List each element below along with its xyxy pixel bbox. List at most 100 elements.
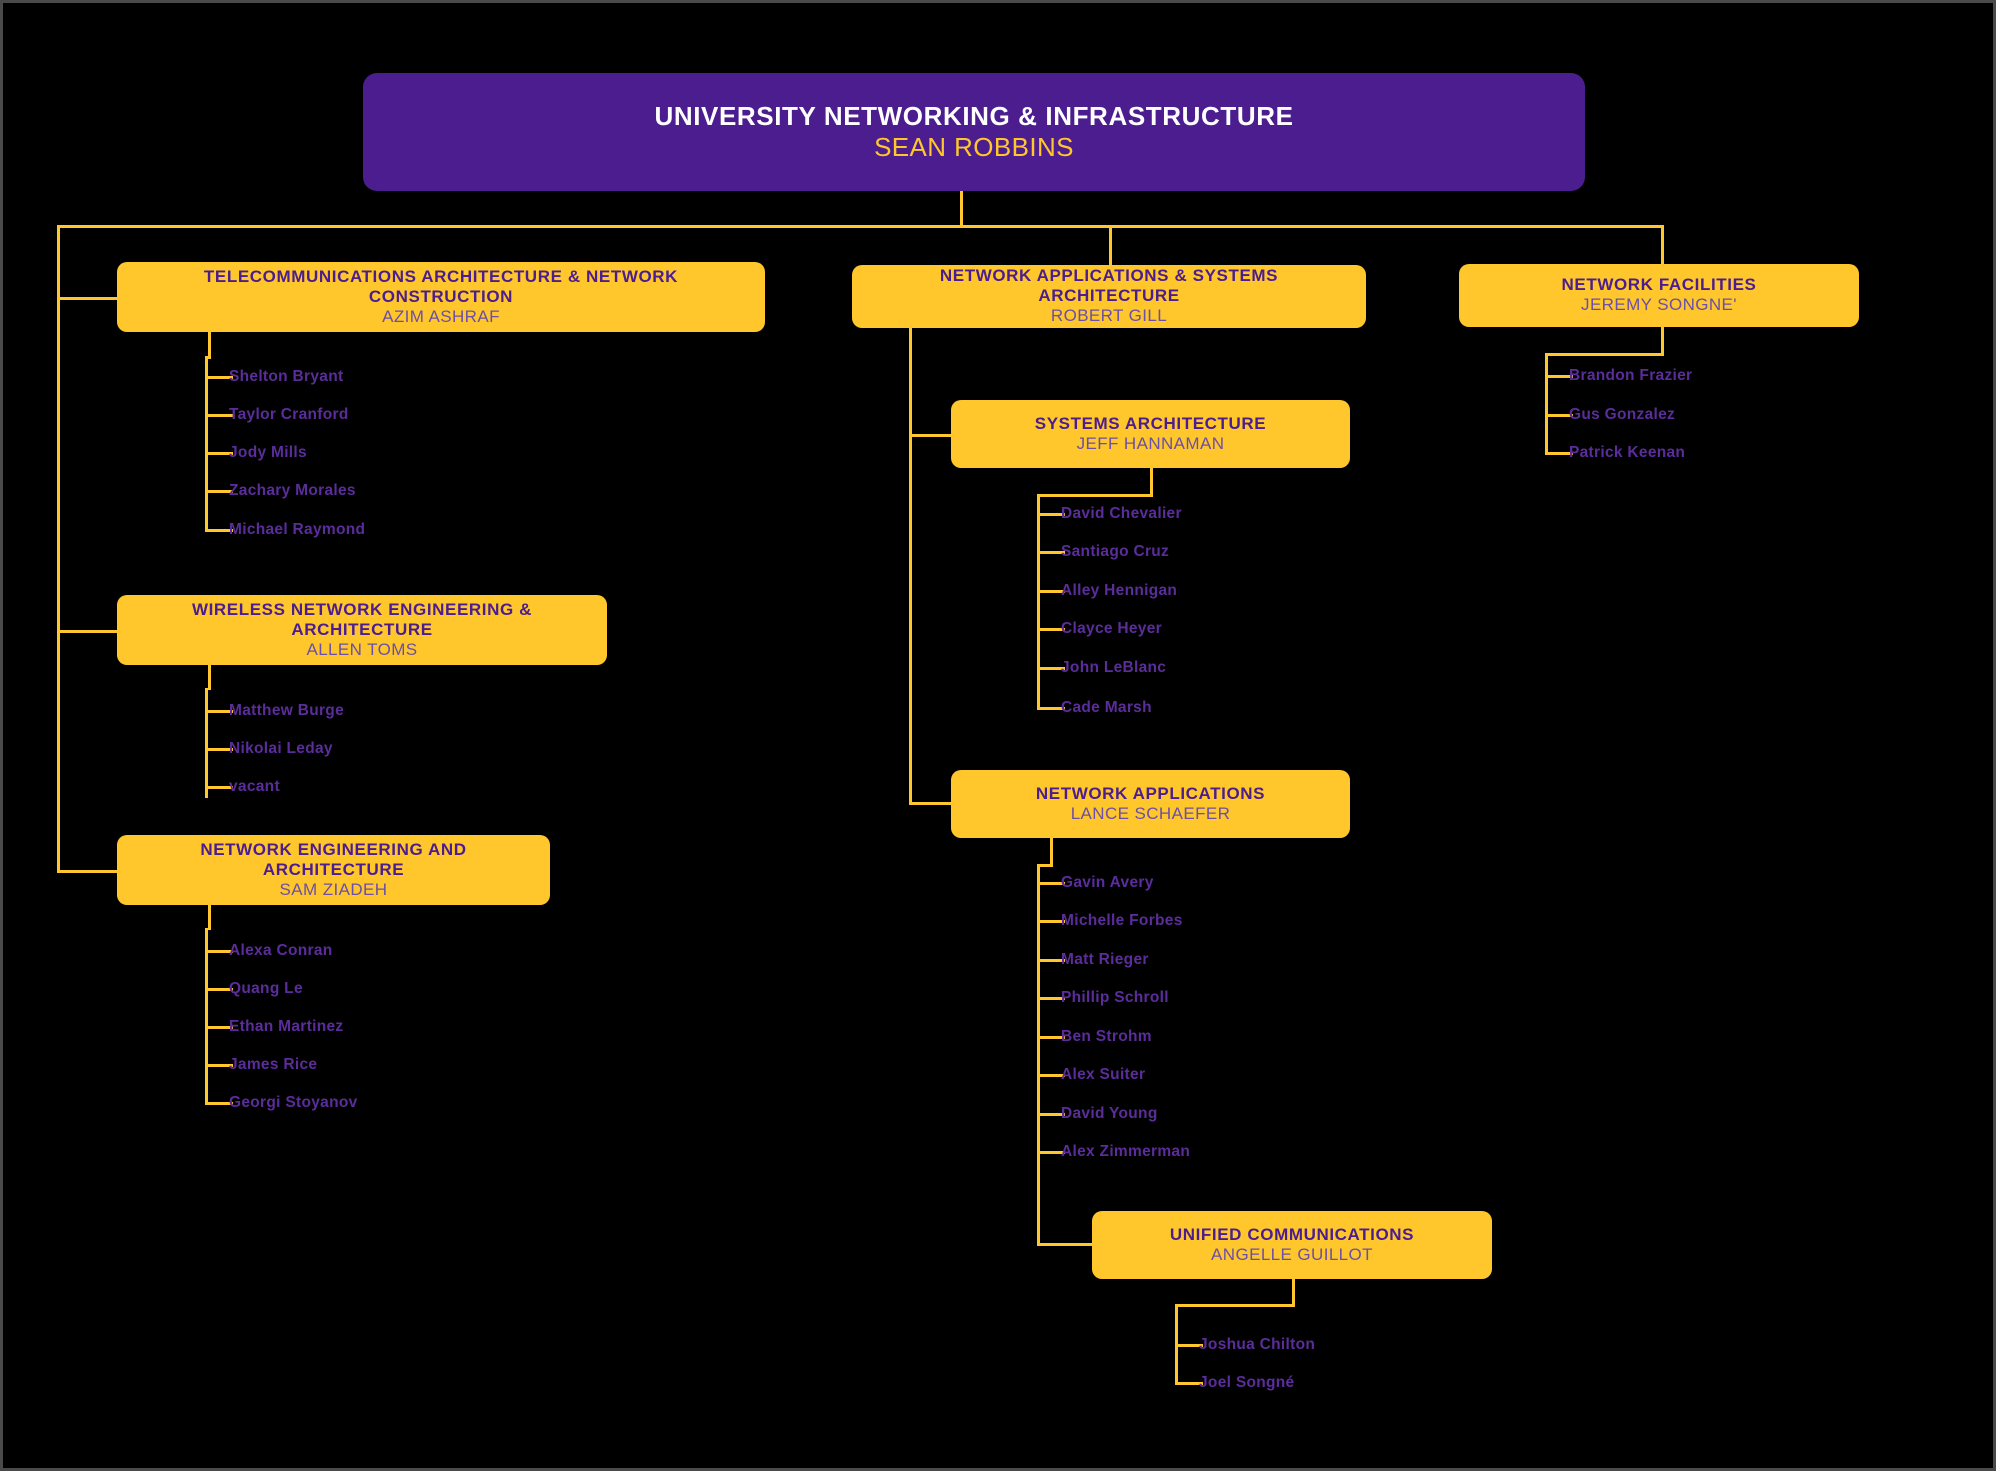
- staff-item[interactable]: Georgi Stoyanov: [229, 1094, 358, 1111]
- connector-top-bus: [57, 225, 1661, 228]
- node-person: JEREMY SONGNE': [1581, 295, 1737, 315]
- connector-sysarch-bus-top: [1037, 494, 1153, 497]
- staff-item[interactable]: David Chevalier: [1061, 505, 1182, 522]
- node-network-engineering-architecture[interactable]: NETWORK ENGINEERING AND ARCHITECTURE SAM…: [117, 835, 550, 905]
- staff-item[interactable]: Ethan Martinez: [229, 1018, 344, 1035]
- connector-facilities-staff-2: [1545, 452, 1573, 455]
- node-unified-communications[interactable]: UNIFIED COMMUNICATIONS ANGELLE GUILLOT: [1092, 1211, 1492, 1279]
- connector-wireless-staff-2: [205, 786, 233, 789]
- staff-item[interactable]: Alley Hennigan: [1061, 582, 1178, 599]
- connector-left-to-netengarch: [57, 870, 118, 873]
- connector-right-drop: [1661, 225, 1664, 265]
- connector-telecom-stem: [208, 330, 211, 358]
- staff-item[interactable]: Gus Gonzalez: [1569, 406, 1676, 423]
- connector-telecom-bus: [205, 356, 208, 530]
- connector-netapps-staff-6: [1037, 1113, 1065, 1116]
- staff-item[interactable]: James Rice: [229, 1056, 318, 1073]
- node-title: UNIVERSITY NETWORKING & INFRASTRUCTURE: [654, 101, 1294, 132]
- node-network-applications-systems-architecture[interactable]: NETWORK APPLICATIONS & SYSTEMS ARCHITECT…: [852, 265, 1366, 328]
- connector-left-spine: [57, 225, 60, 871]
- node-title: NETWORK ENGINEERING AND ARCHITECTURE: [200, 839, 467, 879]
- staff-item[interactable]: vacant: [229, 778, 280, 795]
- connector-unified-bus-top: [1175, 1304, 1295, 1307]
- connector-mid-spine: [909, 328, 912, 803]
- connector-facilities-bus-top: [1545, 353, 1664, 356]
- staff-item[interactable]: Alex Suiter: [1061, 1066, 1146, 1083]
- staff-item[interactable]: Clayce Heyer: [1061, 620, 1162, 637]
- staff-item[interactable]: Matthew Burge: [229, 702, 344, 719]
- connector-netengarch-stem: [208, 902, 211, 930]
- connector-telecom-staff-4: [205, 529, 233, 532]
- connector-facilities-bus: [1545, 353, 1548, 453]
- node-wireless-network-engineering[interactable]: WIRELESS NETWORK ENGINEERING & ARCHITECT…: [117, 595, 607, 665]
- connector-netapps-bus: [1037, 864, 1040, 1243]
- node-systems-architecture[interactable]: SYSTEMS ARCHITECTURE JEFF HANNAMAN: [951, 400, 1350, 468]
- connector-wireless-staff-0: [205, 710, 233, 713]
- staff-item[interactable]: Santiago Cruz: [1061, 543, 1170, 560]
- connector-netengarch-staff-3: [205, 1064, 233, 1067]
- staff-item[interactable]: Phillip Schroll: [1061, 989, 1169, 1006]
- connector-telecom-staff-1: [205, 414, 233, 417]
- connector-telecom-bus-top: [205, 356, 211, 359]
- staff-item[interactable]: Jody Mills: [229, 444, 307, 461]
- node-title: NETWORK APPLICATIONS: [1035, 783, 1266, 803]
- staff-item[interactable]: Alex Zimmerman: [1061, 1143, 1191, 1160]
- node-title: NETWORK APPLICATIONS & SYSTEMS ARCHITECT…: [939, 266, 1279, 306]
- connector-netapps-stem: [1050, 838, 1053, 866]
- node-network-facilities[interactable]: NETWORK FACILITIES JEREMY SONGNE': [1459, 264, 1859, 327]
- staff-item[interactable]: Quang Le: [229, 980, 303, 997]
- node-person: SAM ZIADEH: [279, 879, 388, 899]
- connector-netapps-staff-1: [1037, 920, 1065, 923]
- connector-unified-staff-0: [1175, 1344, 1203, 1347]
- connector-netapps-staff-0: [1037, 882, 1065, 885]
- staff-item[interactable]: Matt Rieger: [1061, 951, 1149, 968]
- staff-item[interactable]: Gavin Avery: [1061, 874, 1154, 891]
- connector-telecom-staff-3: [205, 490, 233, 493]
- connector-wireless-bus: [205, 688, 208, 798]
- staff-item[interactable]: Joshua Chilton: [1199, 1336, 1316, 1353]
- staff-item[interactable]: Taylor Cranford: [229, 406, 349, 423]
- node-telecommunications-architecture[interactable]: TELECOMMUNICATIONS ARCHITECTURE & NETWOR…: [117, 262, 765, 332]
- node-person: AZIM ASHRAF: [382, 306, 500, 326]
- node-title: NETWORK FACILITIES: [1561, 275, 1757, 295]
- staff-item[interactable]: Cade Marsh: [1061, 699, 1152, 716]
- connector-mid-drop: [1109, 225, 1112, 265]
- connector-netapps-bus-top: [1037, 864, 1053, 867]
- connector-netapps-staff-7: [1037, 1151, 1065, 1154]
- staff-item[interactable]: Michelle Forbes: [1061, 912, 1183, 929]
- connector-wireless-stem: [208, 662, 211, 690]
- node-person: SEAN ROBBINS: [874, 131, 1074, 162]
- node-person: LANCE SCHAEFER: [1070, 803, 1231, 823]
- staff-item[interactable]: Michael Raymond: [229, 521, 366, 538]
- staff-item[interactable]: Nikolai Leday: [229, 740, 333, 757]
- connector-netapps-staff-3: [1037, 997, 1065, 1000]
- staff-item[interactable]: David Young: [1061, 1105, 1158, 1122]
- node-title: SYSTEMS ARCHITECTURE: [1034, 413, 1267, 433]
- connector-netapps-staff-2: [1037, 959, 1065, 962]
- node-title: TELECOMMUNICATIONS ARCHITECTURE & NETWOR…: [203, 266, 679, 306]
- staff-item[interactable]: Zachary Morales: [229, 482, 356, 499]
- connector-sysarch-staff-0: [1037, 513, 1065, 516]
- staff-item[interactable]: John LeBlanc: [1061, 659, 1167, 676]
- staff-item[interactable]: Joel Songné: [1199, 1374, 1295, 1391]
- staff-item[interactable]: Patrick Keenan: [1569, 444, 1686, 461]
- node-title: WIRELESS NETWORK ENGINEERING & ARCHITECT…: [191, 599, 533, 639]
- connector-wireless-staff-1: [205, 748, 233, 751]
- connector-mid-to-netapps: [909, 802, 952, 805]
- node-person: JEFF HANNAMAN: [1076, 433, 1225, 453]
- connector-sysarch-staff-1: [1037, 551, 1065, 554]
- staff-item[interactable]: Ben Strohm: [1061, 1028, 1152, 1045]
- node-network-applications[interactable]: NETWORK APPLICATIONS LANCE SCHAEFER: [951, 770, 1350, 838]
- node-person: ROBERT GILL: [1050, 306, 1168, 326]
- connector-unified-staff-1: [1175, 1382, 1203, 1385]
- staff-item[interactable]: Alexa Conran: [229, 942, 333, 959]
- staff-item[interactable]: Shelton Bryant: [229, 368, 344, 385]
- connector-sysarch-staff-5: [1037, 707, 1065, 710]
- node-root-university-networking[interactable]: UNIVERSITY NETWORKING & INFRASTRUCTURE S…: [363, 73, 1585, 191]
- connector-netapps-to-unified: [1037, 1243, 1092, 1246]
- connector-left-to-telecom: [57, 297, 118, 300]
- connector-root-stem: [960, 189, 963, 225]
- connector-sysarch-staff-4: [1037, 667, 1065, 670]
- staff-item[interactable]: Brandon Frazier: [1569, 367, 1693, 384]
